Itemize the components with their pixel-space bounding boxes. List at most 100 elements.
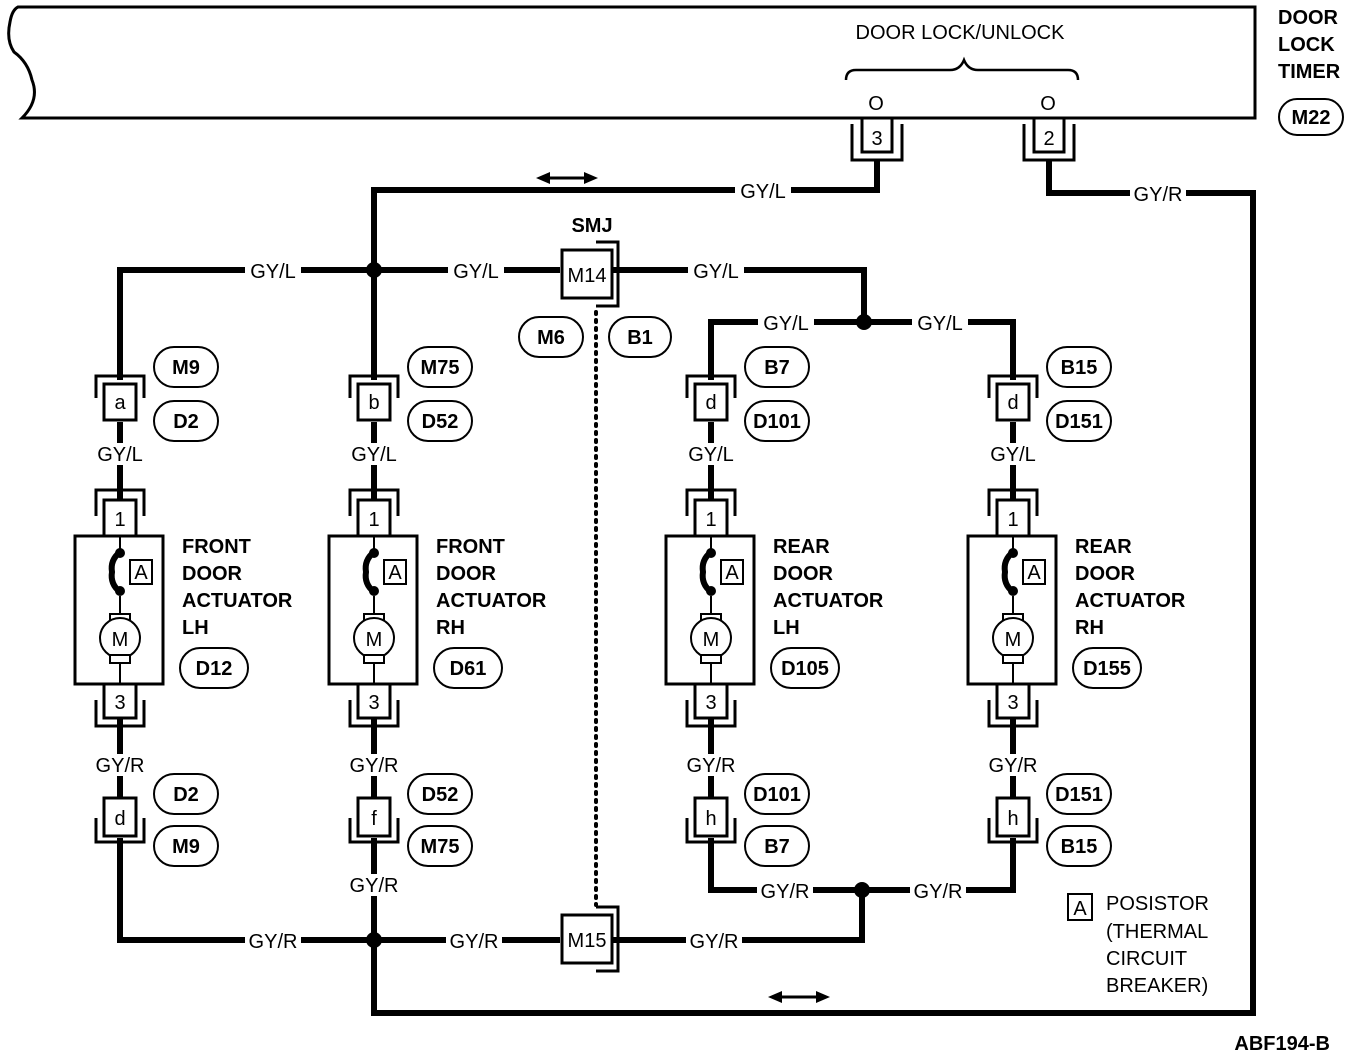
harness-connector-upper[interactable]: b	[348, 374, 400, 422]
connector-badge[interactable]: B7	[744, 825, 810, 867]
wire-label: GY/R	[761, 881, 810, 903]
svg-text:DOOR: DOOR	[1278, 7, 1339, 29]
connector-badge[interactable]: D151	[1046, 400, 1112, 442]
connector-code: D52	[422, 411, 459, 433]
harness-connector-lower[interactable]: f	[348, 796, 400, 844]
connector-badge[interactable]: B7	[744, 346, 810, 388]
svg-text:3: 3	[871, 128, 882, 150]
smj-label: SMJ	[571, 215, 612, 237]
svg-text:TIMER: TIMER	[1278, 61, 1341, 83]
timer-connector-3[interactable]: 3	[850, 116, 904, 162]
connector-badge[interactable]: D101	[744, 400, 810, 442]
double-arrow-icon	[768, 991, 830, 1003]
connector-code: B7	[764, 836, 790, 858]
actuator-group: aM9D21AM3FRONTDOORACTUATORLHD12dD2M9bM75…	[73, 346, 1186, 867]
connector-m15: M15	[568, 930, 607, 952]
motor-label: M	[112, 629, 129, 651]
connector-badge[interactable]: D105	[770, 647, 840, 689]
harness-connector-lower[interactable]: d	[94, 796, 146, 844]
connector-code: D12	[196, 658, 233, 680]
splice-point	[366, 262, 382, 278]
harness-connector-lower[interactable]: h	[987, 796, 1039, 844]
motor-label: M	[703, 629, 720, 651]
connector-code: B15	[1061, 836, 1098, 858]
wire-label: GY/L	[351, 444, 397, 466]
splice-point	[856, 314, 872, 330]
svg-text:POSISTOR: POSISTOR	[1106, 893, 1209, 915]
pin-number: 3	[1007, 692, 1018, 714]
terminal-mark-3: O	[868, 93, 884, 115]
connector-code: M75	[421, 836, 460, 858]
svg-text:B1: B1	[627, 327, 653, 349]
connector-pin: d	[705, 392, 716, 414]
connector-badge[interactable]: B15	[1046, 825, 1112, 867]
terminal-mark-2: O	[1040, 93, 1056, 115]
actuator-title: DOOR	[773, 563, 834, 585]
connector-badge[interactable]: D151	[1046, 773, 1112, 815]
svg-text:A: A	[1073, 898, 1087, 920]
connector-badge[interactable]: D61	[433, 647, 503, 689]
timer-connector-2[interactable]: 2	[1022, 116, 1076, 162]
connector-badge-m6[interactable]	[518, 316, 584, 358]
timer-title: DOOR LOCK TIMER M22	[1278, 7, 1344, 136]
actuator-title: RH	[1075, 617, 1104, 639]
pin-number: 1	[705, 509, 716, 531]
wire-label: GY/R	[350, 755, 399, 777]
connector-badge[interactable]: D52	[407, 773, 473, 815]
harness-connector-upper[interactable]: d	[685, 374, 737, 422]
wire-label: GY/L	[740, 181, 786, 203]
smj-joint-connector[interactable]: SMJ M14 M15 M6 B1	[518, 215, 672, 973]
harness-connector-upper[interactable]: d	[987, 374, 1039, 422]
connector-badge[interactable]: D2	[153, 773, 219, 815]
connector-pin: a	[114, 392, 126, 414]
connector-badge[interactable]: D101	[744, 773, 810, 815]
pin-number: 1	[368, 509, 379, 531]
connector-badge-m22[interactable]	[1278, 98, 1344, 136]
connector-code: B15	[1061, 357, 1098, 379]
posistor-label: A	[388, 562, 402, 584]
connector-code: D151	[1055, 411, 1103, 433]
actuator-title: FRONT	[182, 536, 251, 558]
connector-badge[interactable]: D155	[1072, 647, 1142, 689]
actuator-body[interactable]: 1A M 3	[327, 488, 419, 728]
connector-pin: h	[705, 808, 716, 830]
svg-text:CIRCUIT: CIRCUIT	[1106, 948, 1187, 970]
connector-code: B7	[764, 357, 790, 379]
connector-badge[interactable]: M75	[407, 346, 473, 388]
motor-label: M	[366, 629, 383, 651]
connector-badge[interactable]: M9	[153, 346, 219, 388]
pin-number: 3	[705, 692, 716, 714]
wire-label: GY/R	[690, 931, 739, 953]
connector-badge[interactable]: D12	[179, 647, 249, 689]
connector-code: D101	[753, 411, 801, 433]
connector-badge[interactable]: D2	[153, 400, 219, 442]
connector-code: D61	[450, 658, 487, 680]
connector-badge[interactable]: M9	[153, 825, 219, 867]
posistor-icon	[362, 549, 376, 595]
pin-number: 3	[368, 692, 379, 714]
connector-badge-b1[interactable]	[608, 316, 672, 358]
connector-badge[interactable]: M75	[407, 825, 473, 867]
harness-connector-lower[interactable]: h	[685, 796, 737, 844]
connector-code: D2	[173, 411, 199, 433]
harness-connector-upper[interactable]: a	[94, 374, 146, 422]
connector-badge[interactable]: D52	[407, 400, 473, 442]
posistor-symbol	[1067, 893, 1093, 921]
connector-pin: b	[368, 392, 379, 414]
connector-code: M9	[172, 836, 200, 858]
pin-number: 1	[1007, 509, 1018, 531]
posistor-icon	[1001, 549, 1015, 595]
wire-label: GY/L	[763, 313, 809, 335]
pin-number: 1	[114, 509, 125, 531]
actuator-title: RH	[436, 617, 465, 639]
connector-badge[interactable]: B15	[1046, 346, 1112, 388]
splice-point	[366, 932, 382, 948]
svg-text:2: 2	[1043, 128, 1054, 150]
